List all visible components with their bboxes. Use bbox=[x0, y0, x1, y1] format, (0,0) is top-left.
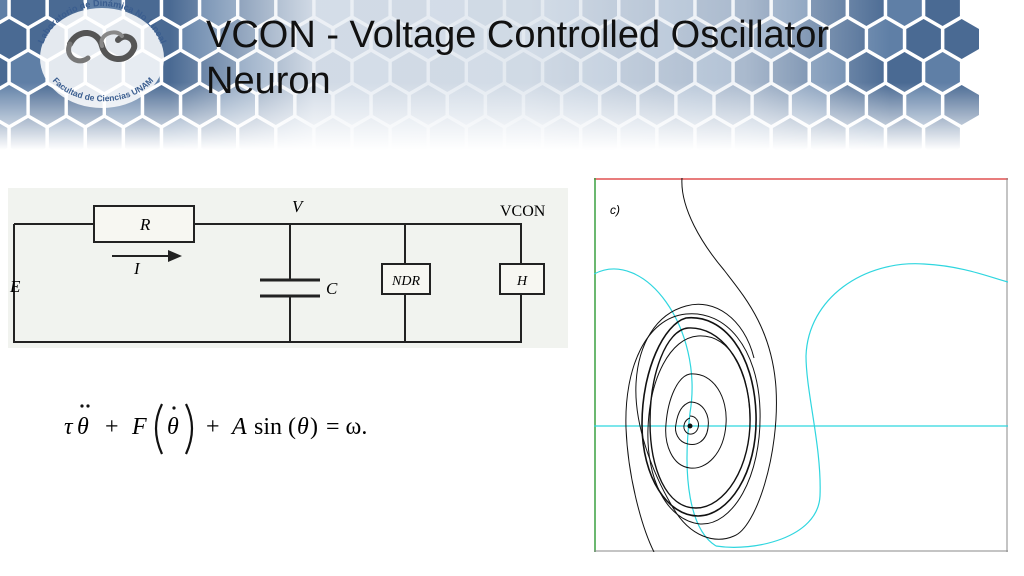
current-label: I bbox=[133, 259, 141, 278]
vcon-circuit-diagram: R I E V C NDR H VCON bbox=[8, 188, 568, 348]
current-arrow-icon bbox=[112, 250, 182, 262]
eq-paren-open: ( bbox=[288, 414, 296, 440]
slide-title: VCON - Voltage Controlled Oscillator Neu… bbox=[206, 12, 966, 104]
trajectory-lower-entry bbox=[625, 313, 761, 552]
spiral-ring-2 bbox=[675, 401, 709, 445]
nullcline-curves bbox=[594, 263, 1008, 548]
nullcline-right bbox=[715, 263, 1008, 548]
title-line-1: VCON - Voltage Controlled Oscillator bbox=[206, 14, 830, 56]
spiral-ring-1 bbox=[665, 373, 727, 469]
resistor-label: R bbox=[139, 215, 151, 234]
trajectory-outer bbox=[635, 178, 777, 540]
eq-paren-close: ) bbox=[310, 414, 318, 440]
ndr-label: NDR bbox=[391, 274, 420, 289]
source-label: E bbox=[9, 277, 21, 296]
h-box bbox=[499, 263, 545, 295]
eq-plus-1: + bbox=[105, 414, 119, 440]
eq-ddot-2 bbox=[86, 404, 90, 408]
vcon-label: VCON bbox=[500, 203, 546, 220]
h-label: H bbox=[516, 274, 528, 289]
eq-ddot-1 bbox=[80, 404, 84, 408]
logo-knot-icon bbox=[66, 30, 138, 64]
node-voltage-label: V bbox=[292, 197, 305, 216]
eq-A: A bbox=[230, 414, 247, 440]
eq-plus-2: + bbox=[206, 414, 220, 440]
capacitor-label: C bbox=[326, 279, 338, 298]
eq-right-paren bbox=[185, 403, 194, 455]
ndr-box bbox=[381, 263, 431, 295]
limit-cycle bbox=[641, 317, 757, 517]
panel-label: c) bbox=[610, 203, 620, 217]
eq-theta-ddot: θ bbox=[77, 414, 89, 440]
fixed-point-marker bbox=[687, 423, 693, 429]
eq-dot bbox=[172, 406, 176, 410]
title-line-2: Neuron bbox=[206, 60, 331, 102]
spiral-ring-3 bbox=[683, 415, 699, 435]
eq-rhs: = ω. bbox=[326, 414, 367, 440]
trajectory-curves bbox=[625, 178, 777, 552]
limit-cycle-inner bbox=[649, 327, 751, 509]
vcon-equation: τ θ + F θ + A sin ( θ ) = ω. bbox=[64, 403, 367, 455]
eq-theta-dot: θ bbox=[167, 414, 179, 440]
eq-tau: τ bbox=[64, 414, 74, 440]
eq-sin: sin bbox=[254, 414, 282, 440]
eq-left-paren bbox=[154, 403, 163, 455]
phase-portrait-plot: c) bbox=[594, 178, 1008, 552]
header-hexagon-background bbox=[0, 0, 1024, 150]
nullcline-left bbox=[594, 268, 717, 547]
eq-F: F bbox=[131, 414, 147, 440]
resistor-box bbox=[93, 205, 195, 243]
lab-logo: Laboratorio de Dinámica No Lineal Facult… bbox=[36, 0, 168, 108]
eq-theta: θ bbox=[297, 414, 309, 440]
